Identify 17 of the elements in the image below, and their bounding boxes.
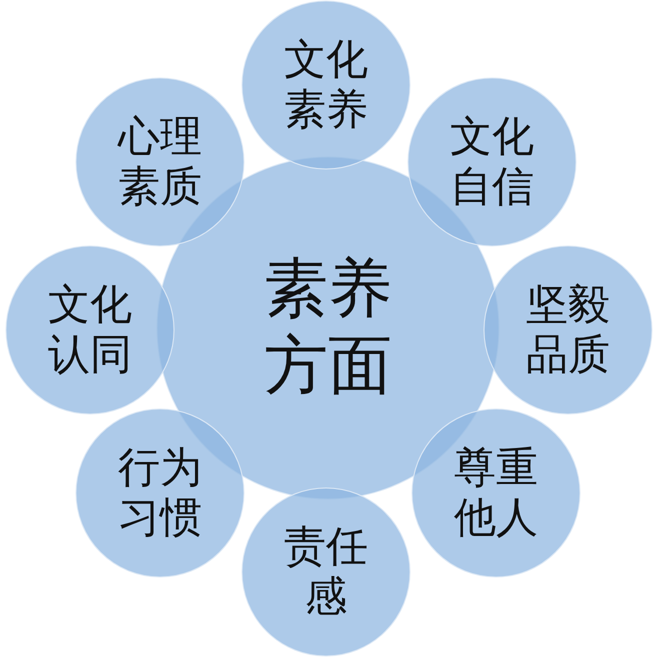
circle-bubble — [407, 77, 577, 247]
bubble-text: 责任感 — [283, 522, 369, 622]
bubble-text: 行为习惯 — [117, 442, 203, 544]
circle-bubble — [75, 408, 245, 578]
bubble-text: 素养方面 — [263, 251, 393, 405]
circle-bubble — [241, 487, 411, 657]
bubble-text: 尊重他人 — [453, 442, 539, 544]
circle-bubble — [75, 77, 245, 247]
circle-bubble — [5, 245, 175, 415]
bubble-text: 文化认同 — [47, 280, 133, 380]
circle-bubble — [241, 0, 411, 170]
bubble-text: 文化素养 — [283, 34, 369, 136]
bubble-text: 文化自信 — [449, 112, 535, 212]
bubble-text: 心理素质 — [116, 112, 203, 212]
circle-bubble — [483, 245, 653, 415]
circle-bubble — [411, 408, 581, 578]
bubble-text: 坚毅品质 — [525, 280, 611, 380]
